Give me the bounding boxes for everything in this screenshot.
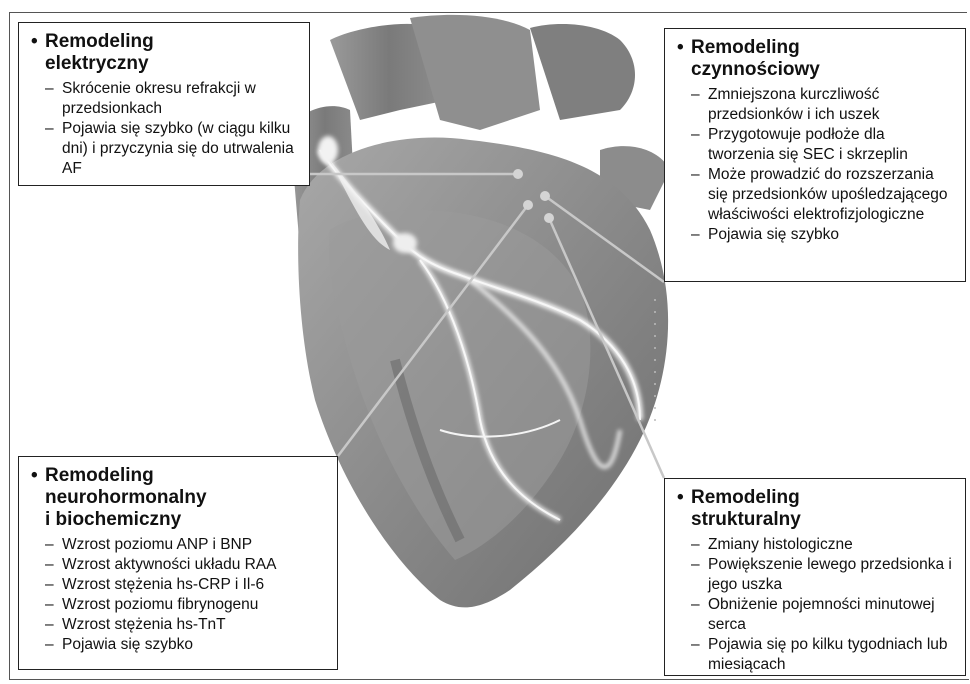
list-item: –Obniżenie pojemności minutowej serca: [677, 595, 955, 635]
structural-remodeling-box: •Remodeling strukturalny –Zmiany histolo…: [664, 478, 966, 676]
list-item-text: Wzrost poziomu fibrynogenu: [62, 596, 258, 613]
list-item-text: Pojawia się szybko: [708, 226, 839, 243]
connector-dot-functional: [540, 191, 550, 201]
dash: –: [691, 225, 708, 245]
list-item-text: Pojawia się szybko: [62, 636, 193, 653]
list-item: –Zmniejszona kurczliwość przedsionków i …: [677, 85, 955, 125]
bullet: •: [677, 487, 691, 509]
electrical-remodeling-box: •Remodeling elektryczny –Skrócenie okres…: [18, 22, 310, 186]
list-item: –Wzrost aktywności układu RAA: [31, 555, 327, 575]
connector-dot-structural: [544, 213, 554, 223]
list-item: –Pojawia się szybko (w ciągu kilku dni) …: [31, 119, 299, 179]
list-item: –Wzrost poziomu fibrynogenu: [31, 595, 327, 615]
list-item: –Zmiany histologiczne: [677, 535, 955, 555]
functional-remodeling-list: –Zmniejszona kurczliwość przedsionków i …: [677, 85, 955, 245]
dash: –: [691, 165, 708, 185]
electrical-remodeling-list: –Skrócenie okresu refrakcji w przedsionk…: [31, 79, 299, 179]
bullet: •: [31, 465, 45, 487]
aorta-trunk: [410, 15, 540, 130]
list-item: –Pojawia się szybko: [677, 225, 955, 245]
structural-remodeling-title: •Remodeling strukturalny: [677, 487, 955, 531]
functional-remodeling-title: •Remodeling czynnościowy: [677, 37, 955, 81]
title-text: Remodeling: [45, 465, 154, 486]
dash: –: [45, 615, 62, 635]
list-item: –Wzrost poziomu ANP i BNP: [31, 535, 327, 555]
list-item-text: Skrócenie okresu refrakcji w przedsionka…: [62, 80, 256, 117]
av-node: [393, 233, 417, 253]
title-text: Remodeling: [691, 37, 800, 58]
list-item: –Wzrost stężenia hs-TnT: [31, 615, 327, 635]
list-item-text: Zmiany histologiczne: [708, 536, 853, 553]
list-item: –Skrócenie okresu refrakcji w przedsionk…: [31, 79, 299, 119]
dash: –: [45, 535, 62, 555]
title-line-1: •Remodeling: [677, 487, 955, 509]
list-item-text: Może prowadzić do rozszerzania się przed…: [708, 166, 948, 223]
title-line-1: •Remodeling: [677, 37, 955, 59]
dash: –: [45, 575, 62, 595]
dash: –: [691, 555, 708, 575]
dash: –: [45, 555, 62, 575]
list-item-text: Wzrost stężenia hs-TnT: [62, 616, 226, 633]
structural-remodeling-list: –Zmiany histologiczne –Powiększenie lewe…: [677, 535, 955, 675]
connector-dot-electrical: [513, 169, 523, 179]
dash: –: [691, 595, 708, 615]
neurohormonal-remodeling-box: •Remodeling neurohormonalny i biochemicz…: [18, 456, 338, 670]
title-line-2: strukturalny: [677, 509, 955, 531]
title-text: Remodeling: [691, 487, 800, 508]
title-line-3: i biochemiczny: [31, 509, 327, 531]
dash: –: [691, 535, 708, 555]
title-line-2: czynnościowy: [677, 59, 955, 81]
bullet: •: [677, 37, 691, 59]
list-item: –Przygotowuje podłoże dla tworzenia się …: [677, 125, 955, 165]
dash: –: [691, 125, 708, 145]
connector-dot-neurohormonal: [523, 200, 533, 210]
list-item-text: Wzrost stężenia hs-CRP i Il-6: [62, 576, 264, 593]
title-line-2: neurohormonalny: [31, 487, 327, 509]
dash: –: [45, 595, 62, 615]
list-item: –Może prowadzić do rozszerzania się prze…: [677, 165, 955, 225]
neurohormonal-remodeling-title: •Remodeling neurohormonalny i biochemicz…: [31, 465, 327, 531]
list-item: –Wzrost stężenia hs-CRP i Il-6: [31, 575, 327, 595]
title-line-1: •Remodeling: [31, 465, 327, 487]
dash: –: [45, 79, 62, 99]
dash: –: [45, 119, 62, 139]
list-item-text: Zmniejszona kurczliwość przedsionków i i…: [708, 86, 879, 123]
title-text: Remodeling: [45, 31, 154, 52]
list-item-text: Powiększenie lewego przedsionka i jego u…: [708, 556, 952, 593]
list-item-text: Wzrost poziomu ANP i BNP: [62, 536, 252, 553]
electrical-remodeling-title: •Remodeling elektryczny: [31, 31, 299, 75]
dash: –: [691, 635, 708, 655]
aortic-arch: [530, 24, 635, 120]
functional-remodeling-box: •Remodeling czynnościowy –Zmniejszona ku…: [664, 28, 966, 282]
bullet: •: [31, 31, 45, 53]
dash: –: [691, 85, 708, 105]
list-item-text: Obniżenie pojemności minutowej serca: [708, 596, 935, 633]
title-line-1: •Remodeling: [31, 31, 299, 53]
list-item-text: Przygotowuje podłoże dla tworzenia się S…: [708, 126, 908, 163]
title-line-2: elektryczny: [31, 53, 299, 75]
sa-node: [318, 136, 338, 164]
list-item: –Powiększenie lewego przedsionka i jego …: [677, 555, 955, 595]
list-item-text: Pojawia się szybko (w ciągu kilku dni) i…: [62, 120, 294, 177]
list-item: –Pojawia się po kilku tygodniach lub mie…: [677, 635, 955, 675]
list-item-text: Pojawia się po kilku tygodniach lub mies…: [708, 636, 948, 673]
list-item-text: Wzrost aktywności układu RAA: [62, 556, 277, 573]
list-item: –Pojawia się szybko: [31, 635, 327, 655]
neurohormonal-remodeling-list: –Wzrost poziomu ANP i BNP –Wzrost aktywn…: [31, 535, 327, 655]
dash: –: [45, 635, 62, 655]
